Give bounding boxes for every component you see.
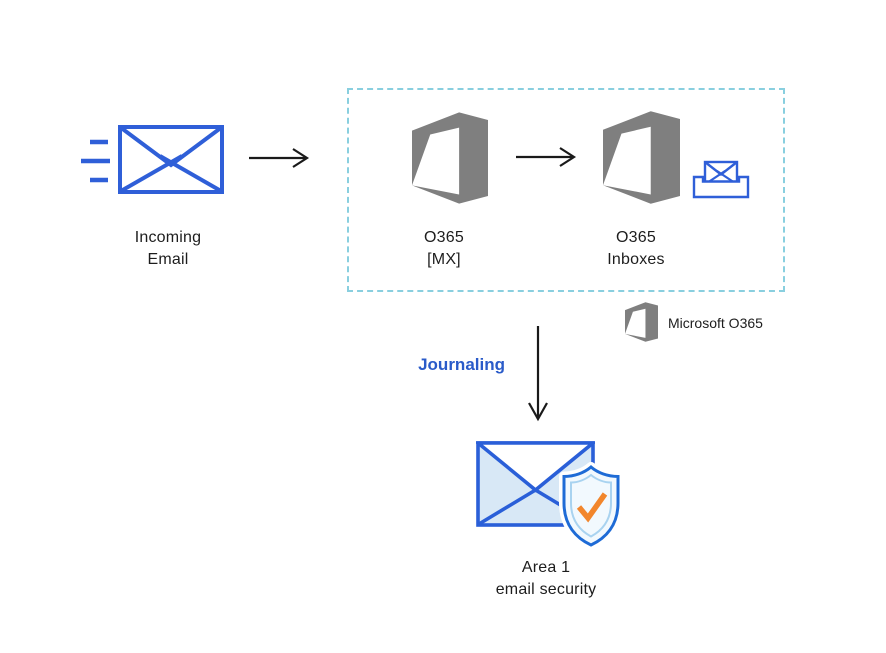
o365-inboxes-label: O365 Inboxes — [607, 229, 665, 268]
o365-mx-label: O365 [MX] — [424, 229, 464, 268]
o365-inboxes-icon — [603, 111, 680, 204]
inbox-envelope-icon — [692, 160, 750, 199]
microsoft-o365-legend-label: Microsoft O365 — [668, 315, 763, 331]
arrow-right-icon — [516, 147, 577, 167]
security-shield-check-icon — [559, 462, 623, 550]
area1-label: Area 1 email security — [495, 559, 597, 598]
incoming-email-icon — [118, 125, 224, 194]
arrow-down-icon — [528, 326, 548, 422]
o365-boundary-box — [347, 88, 785, 292]
incoming-email-label: Incoming Email — [134, 229, 202, 268]
speed-lines-icon — [81, 139, 110, 183]
microsoft-o365-legend-icon — [625, 302, 658, 342]
o365-mx-icon — [412, 112, 488, 204]
arrow-right-icon — [249, 148, 310, 168]
journaling-label: Journaling — [418, 355, 505, 374]
